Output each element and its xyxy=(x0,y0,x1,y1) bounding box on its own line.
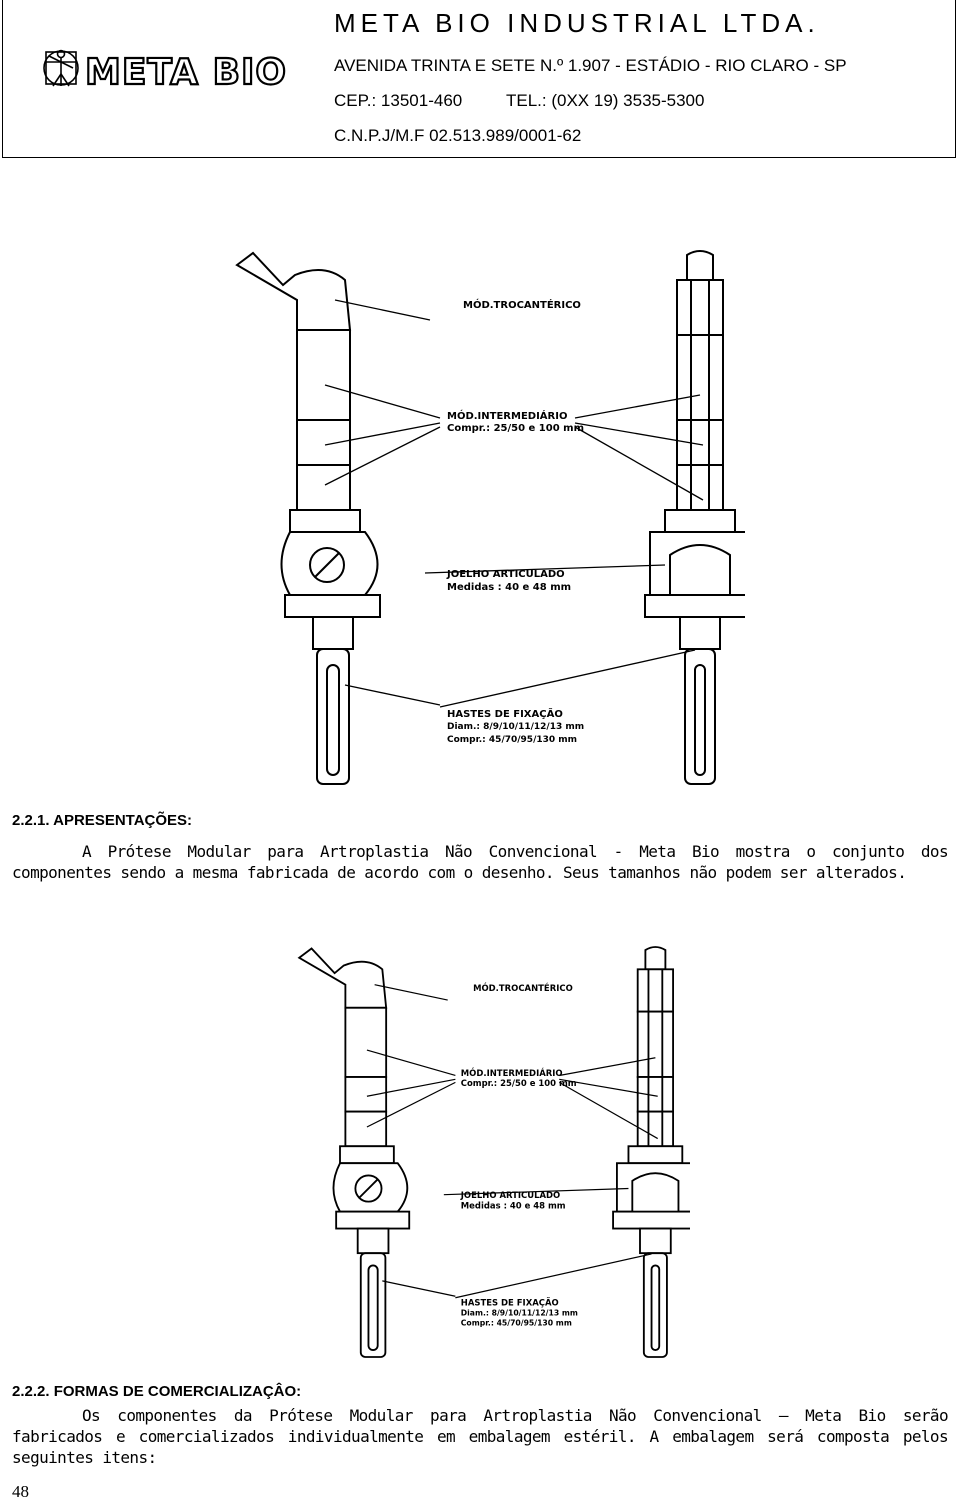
label-intermediate-length: Compr.: 25/50 e 100 mm xyxy=(447,423,584,434)
intermediate-module-side-1 xyxy=(296,329,351,421)
label-fixation-rods-small: HASTES DE FIXAÇÃO xyxy=(461,1297,559,1307)
letterhead: META BIO META BIO INDUSTRIAL LTDA. AVENI… xyxy=(2,0,956,158)
knee-collar-top-side xyxy=(289,509,361,533)
intermediate-module-side-3 xyxy=(296,464,351,511)
label-knee-sizes: Medidas : 40 e 48 mm xyxy=(447,582,571,593)
label-trochanteric: MÓD.TROCANTÉRICO xyxy=(463,298,581,311)
company-cep: CEP.: 13501-460 xyxy=(334,91,463,110)
leader-lines xyxy=(324,299,704,708)
vitruvian-man-icon xyxy=(43,49,79,87)
label-rod-diameter-small: Diam.: 8/9/10/11/12/13 mm xyxy=(461,1308,578,1317)
label-fixation-rods: HASTES DE FIXAÇÃO xyxy=(447,707,563,720)
intermediate-module-front-1 xyxy=(676,334,724,421)
rod-slot-side xyxy=(326,664,340,776)
rod-slot-front xyxy=(694,664,706,776)
trochanteric-module-front xyxy=(676,279,724,336)
trochanteric-module-side xyxy=(235,251,352,331)
prosthesis-drawing-large: MÓD.TROCANTÉRICO MÓD.INTERMEDIÁRIO Compr… xyxy=(235,250,745,785)
knee-collar-bottom-front xyxy=(644,594,745,618)
screw-slot-side xyxy=(314,552,340,578)
label-intermediate: MÓD.INTERMEDIÁRIO xyxy=(447,409,567,422)
label-intermediate-length-small: Compr.: 25/50 e 100 mm xyxy=(461,1078,577,1088)
intermediate-module-front-3 xyxy=(676,464,724,511)
knee-fork-front xyxy=(669,544,731,595)
company-phone: TEL.: (0XX 19) 3535-5300 xyxy=(506,91,705,110)
logo-text: META BIO xyxy=(85,52,286,93)
label-knee-joint-small: JOELHO ARTICULADO xyxy=(460,1190,560,1200)
label-knee-joint: JOELHO ARTICULADO xyxy=(446,569,565,580)
label-intermediate-small: MÓD.INTERMEDIÁRIO xyxy=(461,1067,563,1078)
trochanteric-tip-front xyxy=(686,250,714,281)
meta-bio-logo: META BIO xyxy=(43,49,286,94)
label-rod-diameter: Diam.: 8/9/10/11/12/13 mm xyxy=(447,722,584,732)
prosthesis-drawing-small: MÓD.TROCANTÉRICO MÓD.INTERMEDIÁRIO Compr… xyxy=(297,946,690,1358)
section-heading-commercialization: 2.2.2. FORMAS DE COMERCIALIZAÇÂO: xyxy=(12,1383,302,1400)
knee-collar-top-front xyxy=(664,509,736,533)
rod-neck-front xyxy=(679,616,721,650)
page-number: 48 xyxy=(12,1482,29,1501)
label-knee-sizes-small: Medidas : 40 e 48 mm xyxy=(461,1201,566,1211)
label-rod-length-small: Compr.: 45/70/95/130 mm xyxy=(461,1318,572,1327)
intermediate-module-side-2 xyxy=(296,419,351,466)
company-cnpj: C.N.P.J/M.F 02.513.989/0001-62 xyxy=(334,126,582,145)
label-trochanteric-small: MÓD.TROCANTÉRICO xyxy=(473,982,573,993)
intermediate-module-front-2 xyxy=(676,419,724,466)
section-heading-presentations: 2.2.1. APRESENTAÇÕES: xyxy=(12,812,193,829)
company-name: META BIO INDUSTRIAL LTDA. xyxy=(334,8,820,38)
knee-collar-bottom-side xyxy=(284,594,381,618)
company-address: AVENIDA TRINTA E SETE N.º 1.907 - ESTÁDI… xyxy=(334,56,847,75)
rod-neck-side xyxy=(312,616,354,650)
label-rod-length: Compr.: 45/70/95/130 mm xyxy=(447,735,577,745)
section-text-commercialization: Os componentes da Prótese Modular para A… xyxy=(12,1406,949,1467)
section-text-presentations: A Prótese Modular para Artroplastia Não … xyxy=(12,842,949,882)
